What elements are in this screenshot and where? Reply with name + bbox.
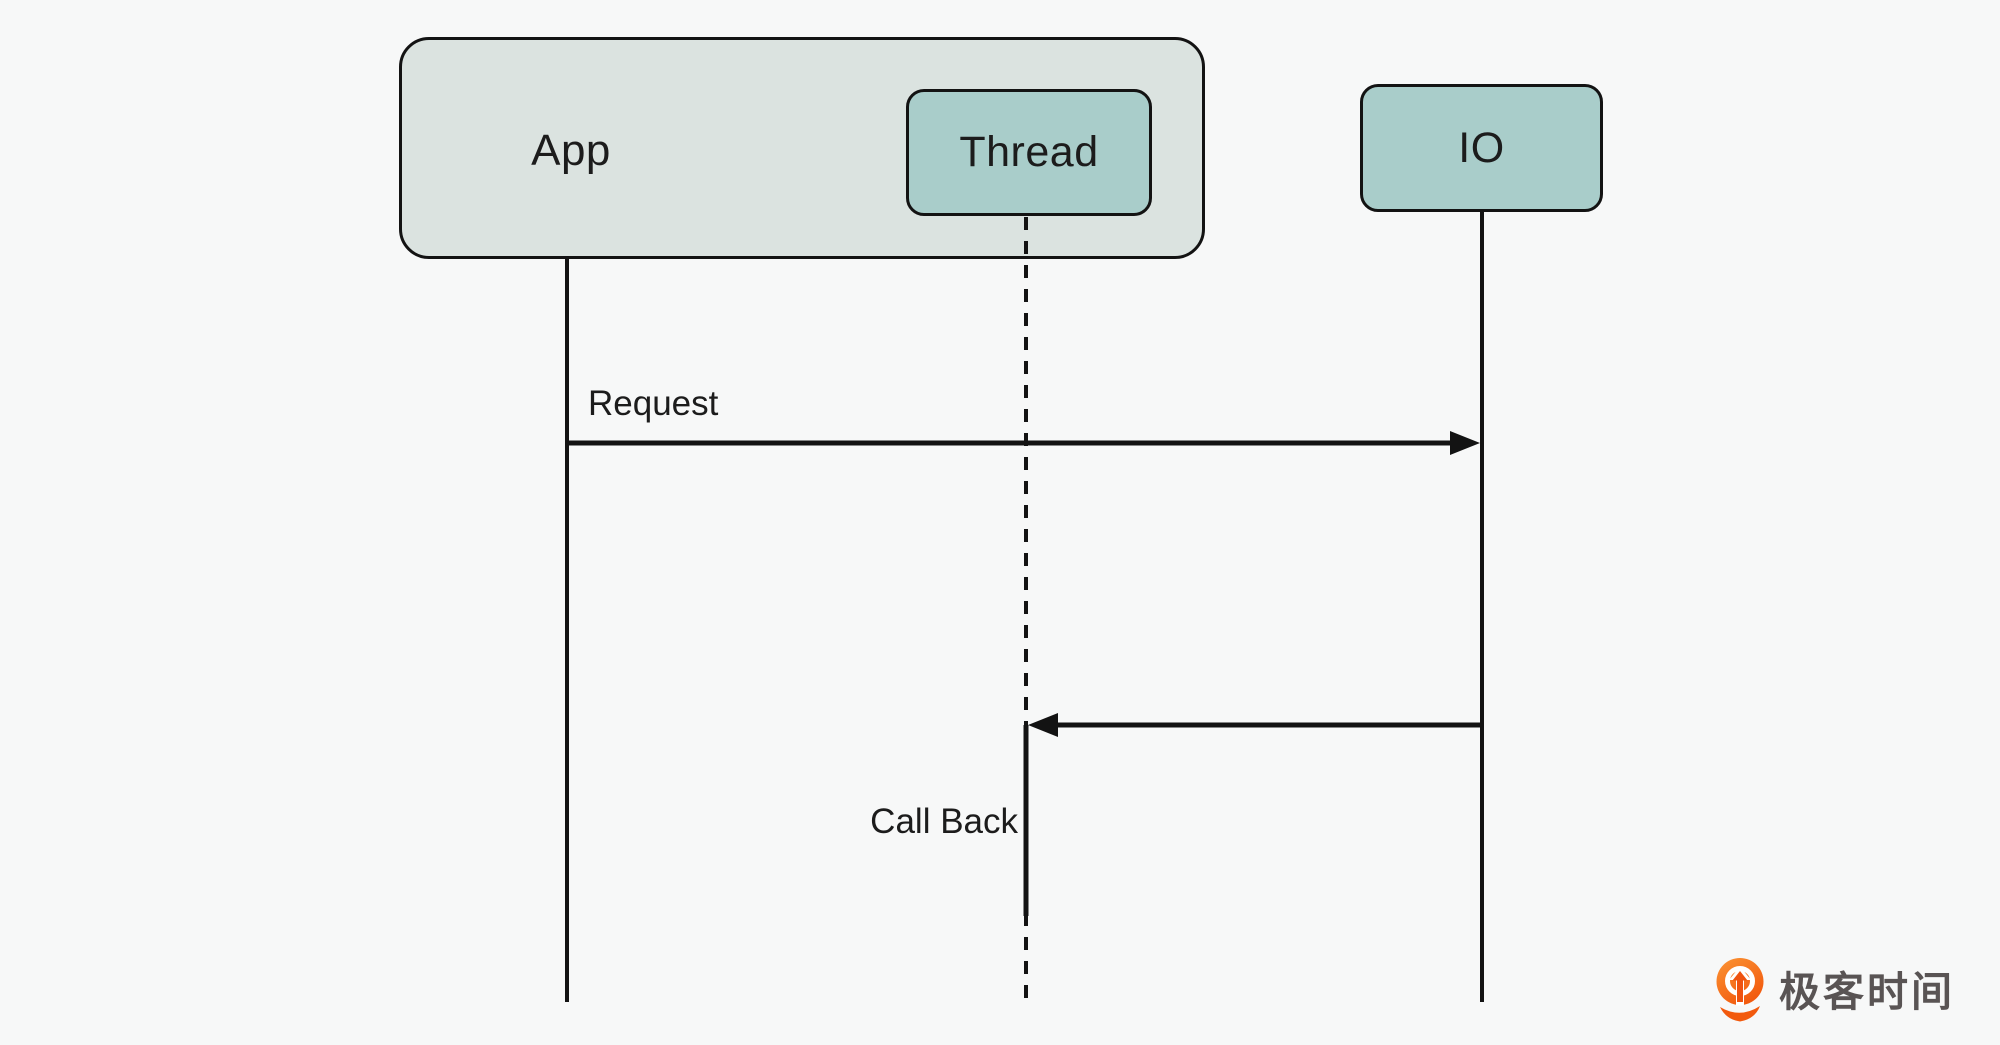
io-label: IO bbox=[1458, 123, 1505, 172]
callback-label: Call Back bbox=[870, 802, 1018, 841]
thread-label: Thread bbox=[959, 128, 1099, 176]
geektime-logo-icon bbox=[1716, 958, 1764, 1022]
brand-logo-text: 极客时间 bbox=[1779, 969, 1955, 1015]
request-arrowhead-icon bbox=[1450, 431, 1480, 455]
brand-logo: 极客时间 bbox=[1716, 958, 1955, 1026]
callback-arrowhead-icon bbox=[1028, 713, 1058, 737]
io-participant-box: IO bbox=[1360, 84, 1603, 212]
app-label: App bbox=[531, 126, 611, 175]
thread-participant-box: Thread bbox=[906, 89, 1152, 216]
app-participant-box: App Thread bbox=[399, 37, 1205, 259]
request-label: Request bbox=[588, 384, 719, 423]
